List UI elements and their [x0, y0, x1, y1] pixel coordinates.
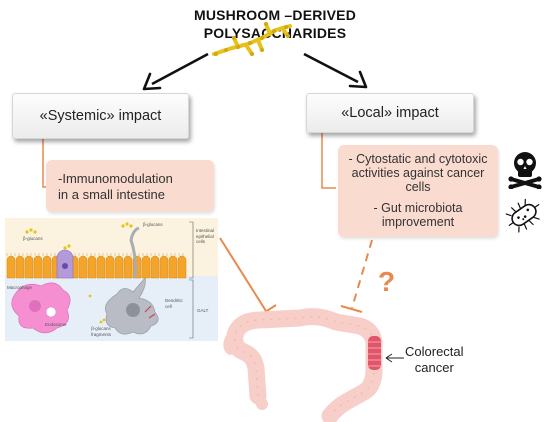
tumor-icon — [368, 336, 381, 370]
local-connector — [321, 132, 336, 189]
label-fragments-2: fragments — [91, 331, 112, 337]
label-endosome: Endosome — [45, 322, 67, 327]
systemic-impact-label: «Systemic» impact — [39, 108, 162, 124]
label-dendritic: Dendritic cell — [165, 298, 183, 309]
label-macrophage: Macrophage — [7, 285, 33, 290]
local-impact-label: «Local» impact — [341, 105, 439, 121]
skull-crossbones-icon — [508, 152, 542, 189]
systemic-impact-box: «Systemic» impact — [12, 93, 189, 139]
systemic-inhibition-line — [219, 237, 277, 319]
local-effect-box: - Cytostatic and cytotoxic activities ag… — [338, 145, 498, 237]
colon-illustration — [223, 308, 383, 422]
title-line-1: MUSHROOM –DERIVED — [193, 7, 357, 23]
arrow-to-local-icon — [303, 52, 368, 89]
label-epithelial-1: Intestinal — [196, 228, 215, 233]
gut-illustration-art — [5, 218, 218, 341]
local-effect1-line-3: cells — [405, 180, 431, 194]
label-epithelial-2: epithelial — [196, 233, 214, 239]
label-fragments: β-glucans fragments — [91, 326, 111, 337]
label-beta-glucans-right: β-glucans — [143, 222, 163, 227]
label-beta-glucans-left: β-glucans — [23, 236, 43, 241]
polysaccharide-molecule-dots — [214, 22, 290, 56]
colorectal-cancer-label: Colorectal cancer — [405, 344, 464, 376]
local-effect2-line-2: improvement — [381, 215, 455, 229]
local-effect1-line-1: - Cytostatic and cytotoxic — [348, 152, 488, 166]
question-mark: ? — [378, 266, 396, 297]
colorectal-pointer — [385, 353, 404, 363]
label-fragments-1: β-glucans — [91, 326, 111, 331]
local-effect1-line-2: activities against cancer — [351, 166, 485, 180]
local-effect2-line-1: - Gut microbiota — [373, 201, 463, 215]
label-galt: GALT — [197, 308, 209, 313]
label-epithelial: Intestinal epithelial cells — [196, 228, 214, 245]
local-inhibition-line — [340, 239, 373, 313]
colorectal-label-line-2: cancer — [414, 360, 454, 375]
local-impact-box: «Local» impact — [306, 93, 474, 133]
bacterium-icon — [505, 198, 540, 233]
systemic-effect-line-2: in a small intestine — [58, 187, 165, 202]
label-dendritic-1: Dendritic — [165, 298, 183, 303]
colorectal-label-line-1: Colorectal — [405, 344, 464, 359]
systemic-effect-line-1: -Immunomodulation — [58, 171, 173, 186]
label-epithelial-3: cells — [196, 239, 206, 244]
systemic-effect-box: -Immunomodulation in a small intestine — [46, 160, 214, 212]
title-line-2: POLYSACCHARIDES — [203, 25, 347, 41]
label-dendritic-2: cell — [165, 303, 172, 309]
diagram-title: MUSHROOM –DERIVED POLYSACCHARIDES — [150, 6, 400, 42]
arrow-to-systemic-icon — [142, 52, 209, 91]
gut-immunology-illustration: β-glucans β-glucans Intestinal epithelia… — [5, 218, 218, 341]
